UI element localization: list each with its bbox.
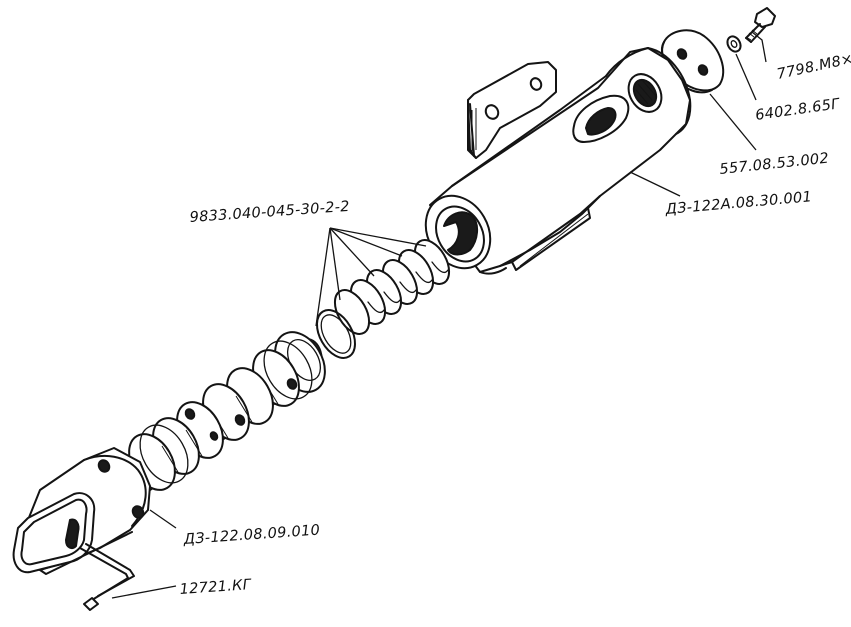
label-washer: 6402.8.65Г xyxy=(754,96,842,124)
label-cover: 557.08.53.002 xyxy=(719,151,830,178)
spool-plunger xyxy=(128,331,326,491)
label-pin: 12721.КГ xyxy=(179,577,253,598)
leader-lines xyxy=(111,31,767,599)
label-bolt: 7798.М8×20 xyxy=(776,47,851,83)
label-rings: 9833.040-045-30-2-2 xyxy=(189,199,350,226)
bolt xyxy=(745,7,776,43)
cotter-pin xyxy=(79,543,135,611)
label-housing: ДЗ-122А.08.30.001 xyxy=(664,189,813,218)
valve-housing xyxy=(424,47,692,275)
washer xyxy=(726,35,742,53)
o-ring-loose xyxy=(316,309,356,359)
labels: 7798.М8×20 6402.8.65Г 557.08.53.002 ДЗ-1… xyxy=(179,47,851,598)
spring xyxy=(333,239,451,335)
label-plunger: ДЗ-122.08.09.010 xyxy=(182,522,321,548)
plunger-head xyxy=(12,447,151,575)
